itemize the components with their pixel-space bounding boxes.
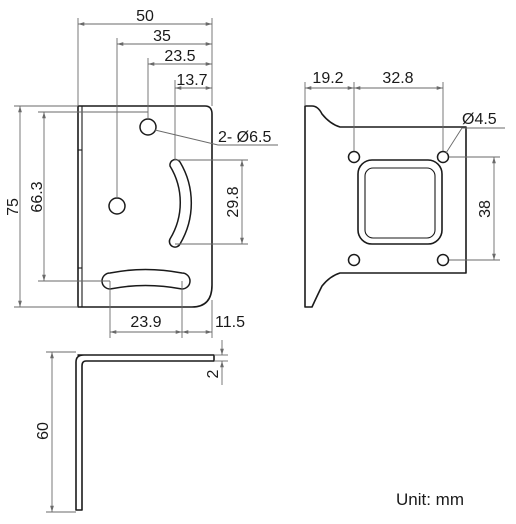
dim-width-50: 50: [136, 8, 154, 25]
dim-29-8: 29.8: [225, 186, 242, 217]
center-window-inner: [364, 167, 436, 239]
dim-11-5: 11.5: [215, 314, 245, 331]
base-hole-top-right: [436, 150, 450, 164]
side-view: 60 2: [35, 340, 228, 513]
hole-callout-leader: [154, 129, 278, 146]
mount-hole-top: [139, 118, 157, 136]
dim-hole-4-5: Ø4.5: [462, 111, 497, 128]
dim-66-3: 66.3: [29, 181, 46, 212]
dim-13-7: 13.7: [176, 72, 207, 89]
front-view: 50 35 23.5 13.7 2- Ø6.5 75 66.3 29.8: [5, 8, 278, 338]
hole-callout: 2- Ø6.5: [218, 129, 271, 146]
base-view: 19.2 32.8 Ø4.5 38: [304, 70, 505, 308]
unit-note: Unit: mm: [396, 490, 464, 509]
dim-23-9: 23.9: [130, 314, 161, 331]
dim-38: 38: [477, 200, 494, 218]
dim-32-8: 32.8: [382, 70, 413, 87]
dim-2: 2: [205, 369, 222, 378]
base-plate-outline: [304, 105, 467, 308]
dim-60: 60: [35, 422, 52, 440]
base-hole-top-left: [347, 150, 361, 164]
center-window: [357, 159, 443, 245]
mount-hole-left: [108, 197, 126, 215]
base-hole-bottom-right: [436, 253, 450, 267]
base-hole-leader: [445, 127, 505, 154]
front-plate-outline: [77, 105, 213, 308]
side-profile: [75, 354, 215, 511]
bottom-slot: [101, 268, 191, 290]
arc-slot: [168, 158, 193, 248]
dim-23-5: 23.5: [164, 48, 195, 65]
dim-19-2: 19.2: [312, 70, 343, 87]
dim-35: 35: [153, 28, 171, 45]
dim-height-75: 75: [5, 198, 22, 216]
base-hole-bottom-left: [347, 253, 361, 267]
